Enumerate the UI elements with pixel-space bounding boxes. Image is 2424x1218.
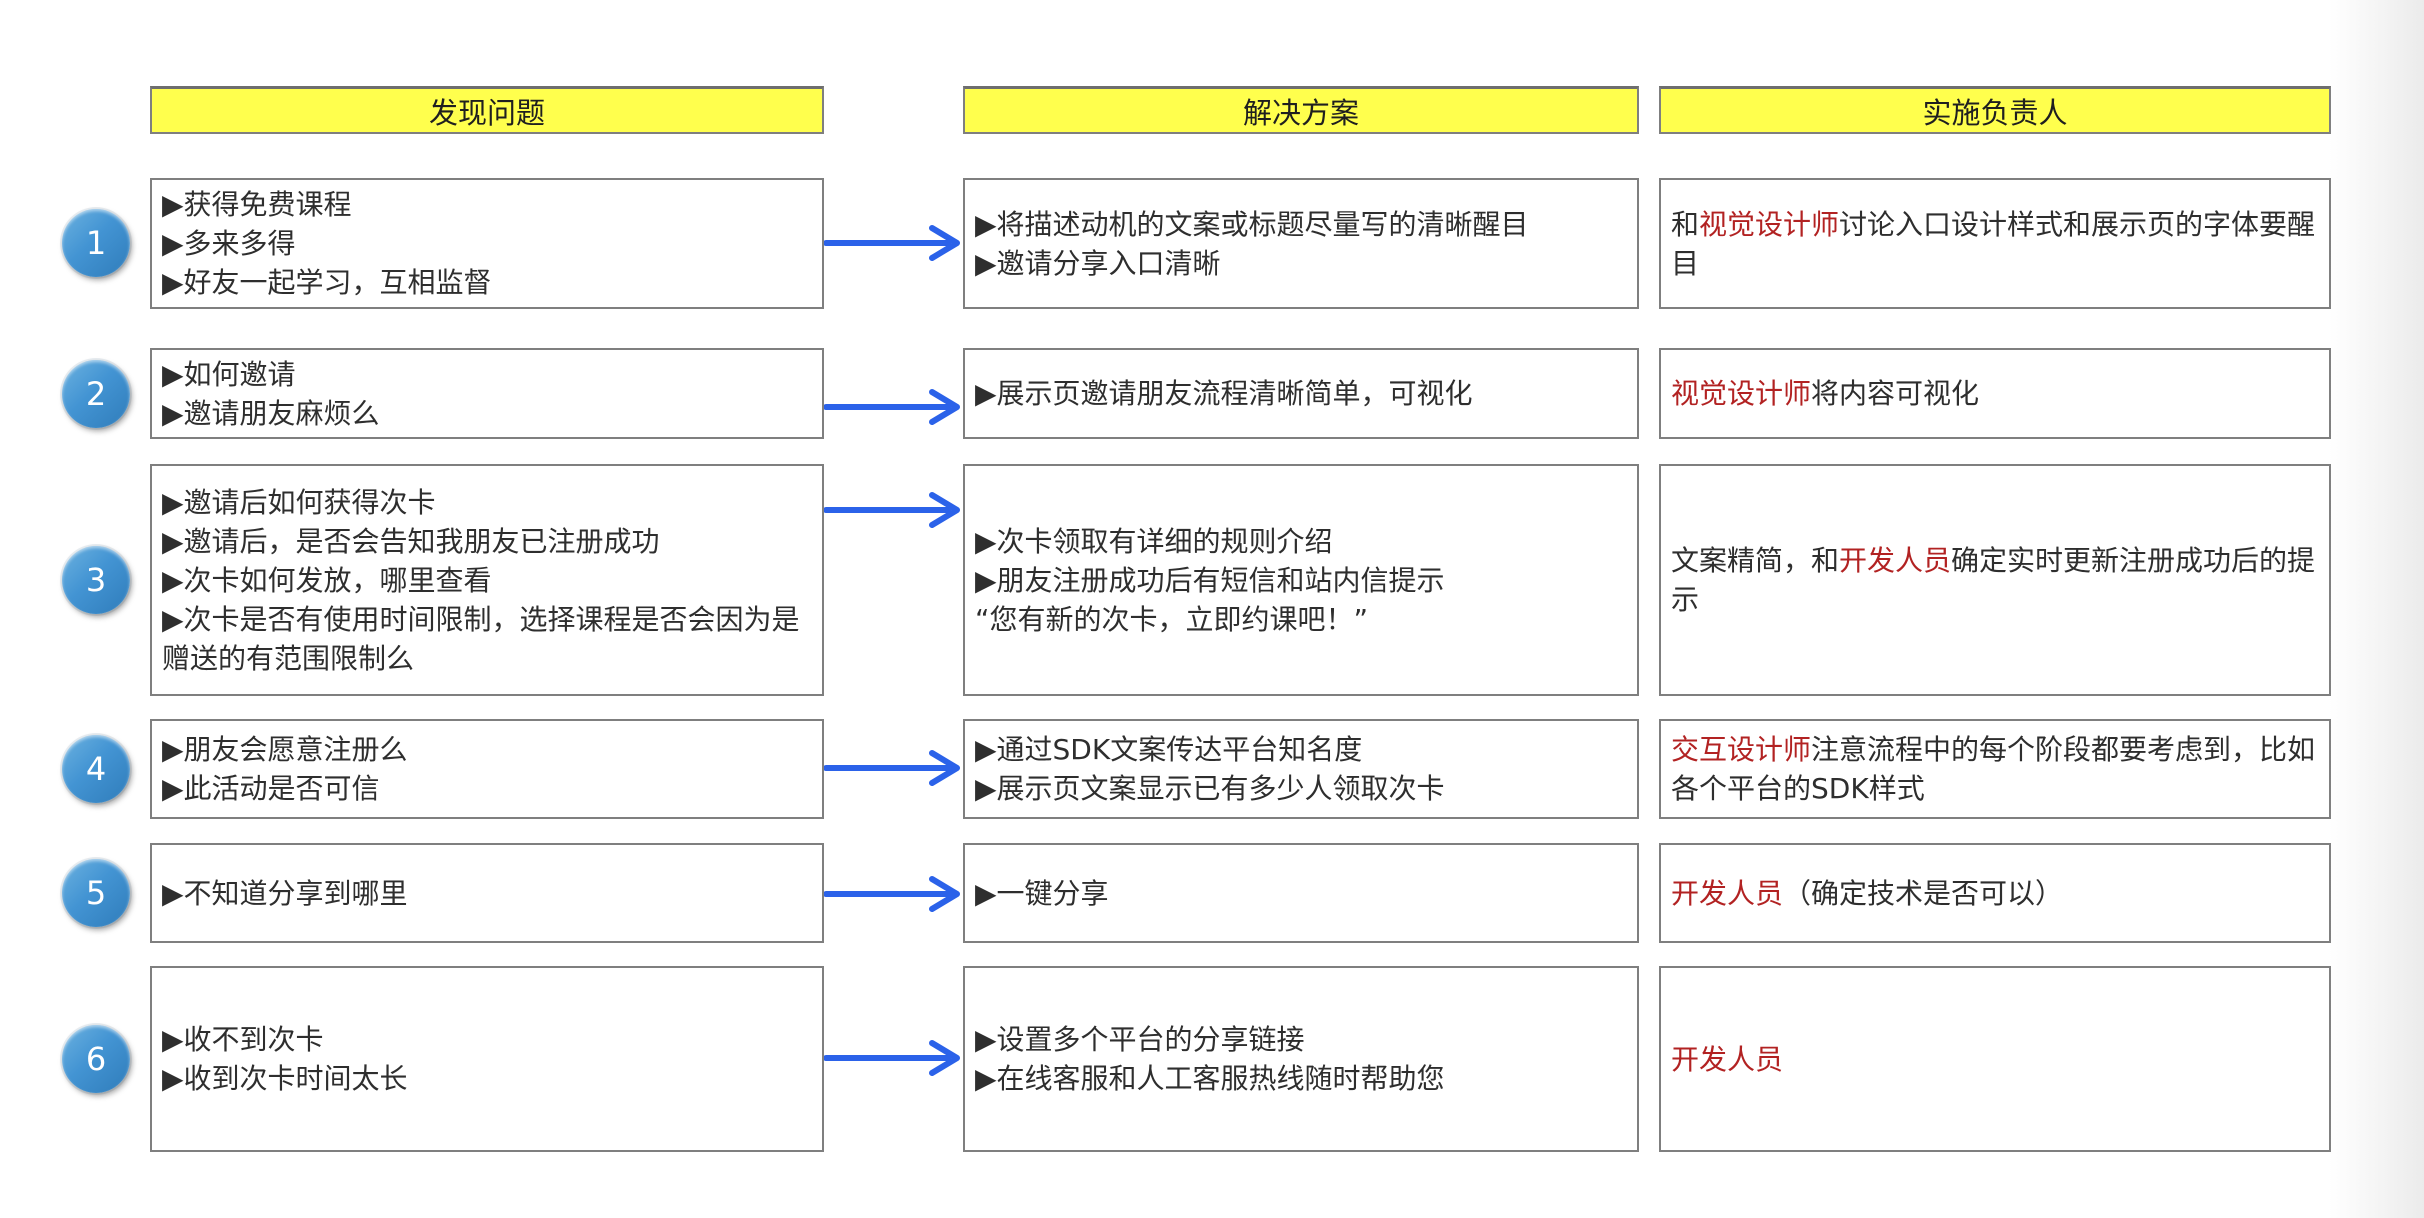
flow-arrow-icon [824, 389, 960, 425]
bullet-line: ▶邀请后，是否会告知我朋友已注册成功 [162, 524, 660, 558]
owner-box: 开发人员（确定技术是否可以） [1659, 843, 2331, 943]
owner-suffix: 确定实时更新注册成功后的提示 [1671, 544, 2316, 616]
solution-box: ▶通过SDK文案传达平台知名度 ▶展示页文案显示已有多少人领取次卡 [963, 719, 1639, 819]
problem-box: ▶如何邀请 ▶邀请朋友麻烦么 [150, 348, 824, 439]
owner-text: 视觉设计师将内容可视化 [1671, 374, 2319, 413]
quote-line: “您有新的次卡，立即约课吧！” [975, 602, 1369, 636]
bullet-line: ▶此活动是否可信 [162, 772, 380, 805]
owner-role: 开发人员 [1671, 876, 1784, 910]
problem-box: ▶获得免费课程 ▶多来多得 ▶好友一起学习，互相监督 [150, 178, 824, 309]
bullet-line: ▶将描述动机的文案或标题尽量写的清晰醒目 [975, 207, 1529, 241]
step-number-badge: 2 [62, 360, 130, 428]
bullet-line: ▶收到次卡时间太长 [162, 1062, 408, 1095]
owner-text: 和视觉设计师讨论入口设计样式和展示页的字体要醒目 [1671, 205, 2319, 283]
step-number-badge: 5 [62, 859, 130, 927]
bullet-line: ▶朋友注册成功后有短信和站内信提示 [975, 563, 1445, 597]
owner-role: 视觉设计师 [1671, 377, 1812, 410]
step-number-badge: 4 [62, 735, 130, 803]
owner-text: 开发人员 [1671, 1040, 2319, 1079]
bullet-line: ▶如何邀请 [162, 357, 296, 391]
flow-arrow-icon [824, 876, 960, 912]
bullet-line: ▶在线客服和人工客服热线随时帮助您 [975, 1062, 1445, 1095]
bullet-line: ▶邀请分享入口清晰 [975, 246, 1221, 280]
column-header-solution: 解决方案 [963, 86, 1639, 134]
owner-role: 视觉设计师 [1699, 207, 1840, 241]
column-header-problem: 发现问题 [150, 86, 824, 134]
step-number-badge: 3 [62, 546, 130, 614]
owner-prefix: 和 [1671, 207, 1700, 241]
owner-text: 文案精简，和开发人员确定实时更新注册成功后的提示 [1671, 541, 2319, 619]
owner-role: 开发人员 [1839, 544, 1952, 577]
bullet-line: ▶获得免费课程 [162, 188, 352, 221]
problem-box: ▶邀请后如何获得次卡 ▶邀请后，是否会告知我朋友已注册成功 ▶次卡如何发放，哪里… [150, 464, 824, 696]
bullet-line: ▶展示页文案显示已有多少人领取次卡 [975, 772, 1445, 805]
flow-arrow-icon [824, 750, 960, 786]
flow-arrow-icon [824, 492, 960, 528]
bullet-line: ▶邀请后如何获得次卡 [162, 485, 436, 519]
bullet-line: ▶展示页邀请朋友流程清晰简单，可视化 [975, 377, 1473, 410]
owner-suffix: 将内容可视化 [1811, 377, 1980, 410]
owner-suffix: （确定技术是否可以） [1783, 876, 2064, 910]
owner-box: 交互设计师注意流程中的每个阶段都要考虑到，比如各个平台的SDK样式 [1659, 719, 2331, 819]
solution-box: ▶一键分享 [963, 843, 1639, 943]
owner-role: 开发人员 [1671, 1042, 1784, 1076]
owner-box: 和视觉设计师讨论入口设计样式和展示页的字体要醒目 [1659, 178, 2331, 309]
problem-box: ▶朋友会愿意注册么 ▶此活动是否可信 [150, 719, 824, 819]
bullet-line: ▶朋友会愿意注册么 [162, 733, 408, 766]
step-number-badge: 1 [62, 209, 130, 277]
step-number-badge: 6 [62, 1025, 130, 1093]
owner-role: 交互设计师 [1671, 733, 1812, 766]
bullet-line: ▶设置多个平台的分享链接 [975, 1023, 1305, 1056]
bullet-line: ▶一键分享 [975, 876, 1109, 910]
bullet-line: ▶多来多得 [162, 227, 296, 260]
page-edge-shadow [2329, 0, 2424, 1218]
owner-box: 视觉设计师将内容可视化 [1659, 348, 2331, 439]
flow-arrow-icon [824, 1040, 960, 1076]
problem-box: ▶不知道分享到哪里 [150, 843, 824, 943]
bullet-line: ▶次卡领取有详细的规则介绍 [975, 524, 1333, 558]
owner-text: 交互设计师注意流程中的每个阶段都要考虑到，比如各个平台的SDK样式 [1671, 730, 2319, 808]
solution-box: ▶次卡领取有详细的规则介绍 ▶朋友注册成功后有短信和站内信提示 “您有新的次卡，… [963, 464, 1639, 696]
bullet-line: ▶好友一起学习，互相监督 [162, 266, 492, 299]
owner-box: 文案精简，和开发人员确定实时更新注册成功后的提示 [1659, 464, 2331, 696]
solution-box: ▶将描述动机的文案或标题尽量写的清晰醒目 ▶邀请分享入口清晰 [963, 178, 1639, 309]
bullet-line: ▶收不到次卡 [162, 1023, 324, 1056]
bullet-line: ▶次卡如何发放，哪里查看 [162, 563, 492, 597]
problem-box: ▶收不到次卡 ▶收到次卡时间太长 [150, 966, 824, 1152]
solution-box: ▶展示页邀请朋友流程清晰简单，可视化 [963, 348, 1639, 439]
bullet-line: ▶邀请朋友麻烦么 [162, 396, 380, 430]
owner-suffix: 讨论入口设计样式和展示页的字体要醒目 [1671, 207, 2316, 280]
owner-box: 开发人员 [1659, 966, 2331, 1152]
solution-box: ▶设置多个平台的分享链接 ▶在线客服和人工客服热线随时帮助您 [963, 966, 1639, 1152]
owner-prefix: 文案精简，和 [1671, 544, 1840, 577]
column-header-owner: 实施负责人 [1659, 86, 2331, 134]
owner-text: 开发人员（确定技术是否可以） [1671, 874, 2319, 913]
owner-suffix: 注意流程中的每个阶段都要考虑到，比如各个平台的SDK样式 [1671, 733, 2316, 805]
bullet-line: ▶通过SDK文案传达平台知名度 [975, 733, 1363, 766]
bullet-line: ▶不知道分享到哪里 [162, 876, 408, 910]
bullet-line: ▶次卡是否有使用时间限制，选择课程是否会因为是赠送的有范围限制么 [162, 602, 800, 675]
flow-arrow-icon [824, 225, 960, 261]
